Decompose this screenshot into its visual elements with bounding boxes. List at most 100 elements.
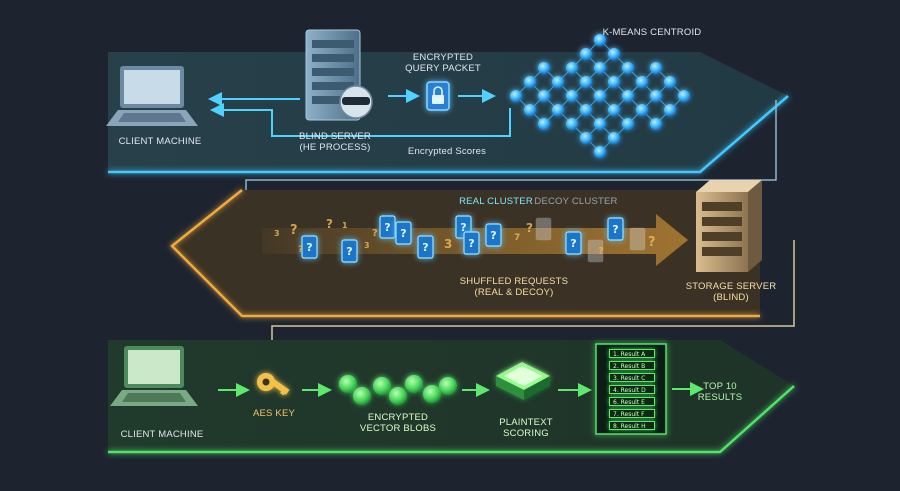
- real-card: [463, 231, 480, 255]
- decoy-glyph: ?: [290, 223, 298, 238]
- centroid-node: [678, 90, 690, 102]
- centroid-node: [650, 118, 662, 130]
- decoy-glyph: 1: [342, 221, 348, 230]
- storage-server-icon: [696, 180, 762, 272]
- decoy-card: [587, 239, 604, 263]
- centroid-node: [608, 132, 620, 144]
- centroid-node: [650, 90, 662, 102]
- card-question-mark: ?: [384, 221, 390, 234]
- card-question-mark: ?: [570, 237, 576, 250]
- vector-blob: [389, 387, 407, 405]
- centroid-node: [538, 62, 550, 74]
- centroid-node: [594, 34, 606, 46]
- card-question-mark: ?: [612, 223, 618, 236]
- centroid-node: [664, 76, 676, 88]
- centroid-node: [650, 62, 662, 74]
- result-item: 6. Result E: [609, 397, 655, 406]
- vector-blob: [423, 385, 441, 403]
- laptop-icon: [110, 346, 198, 406]
- centroid-node: [622, 118, 634, 130]
- result-item: 1. Result A: [609, 349, 655, 358]
- card-question-mark: ?: [346, 245, 352, 258]
- centroid-node: [580, 76, 592, 88]
- centroid-node: [538, 118, 550, 130]
- centroid-node: [524, 76, 536, 88]
- centroid-node: [524, 104, 536, 116]
- top-client-label: CLIENT MACHINE: [118, 136, 202, 147]
- real-card: [379, 215, 396, 239]
- centroid-node: [636, 104, 648, 116]
- top-panel-edge: [108, 95, 789, 174]
- centroid-node: [594, 146, 606, 158]
- centroid-node: [636, 76, 648, 88]
- centroid-node: [664, 104, 676, 116]
- centroid-node: [594, 90, 606, 102]
- aes-key-label: AES KEY: [252, 408, 296, 419]
- result-item: 3. Result C: [609, 373, 655, 382]
- card-question-mark: ?: [490, 229, 496, 242]
- real-card: [395, 221, 412, 245]
- vector-blob: [439, 377, 457, 395]
- plaintext-scoring-label: PLAINTEXT SCORING: [499, 417, 553, 439]
- decoy-glyph: ?: [326, 217, 333, 231]
- centroid-node: [594, 118, 606, 130]
- centroid-node: [608, 48, 620, 60]
- decoy-glyph: ?: [648, 235, 656, 250]
- vector-blob: [405, 375, 423, 393]
- padlock-icon: [426, 81, 450, 111]
- result-item: 7. Result F: [609, 409, 655, 418]
- centroid-node: [552, 76, 564, 88]
- decoy-glyph: 7: [514, 233, 520, 243]
- real-card: [565, 231, 582, 255]
- encrypted-vector-blobs: [339, 375, 457, 405]
- real-card: [607, 217, 624, 241]
- real-cluster-label: REAL CLUSTER: [459, 196, 533, 207]
- top-10-results-label: TOP 10 RESULTS: [697, 381, 743, 403]
- real-card: [301, 235, 318, 259]
- decoy-glyph: 3: [364, 241, 370, 250]
- real-card: [485, 223, 502, 247]
- encrypted-scores-label: Encrypted Scores: [407, 146, 487, 157]
- centroid-node: [608, 76, 620, 88]
- middle-panel-edge: [170, 189, 760, 318]
- decoy-cluster-label: DECOY CLUSTER: [534, 196, 618, 207]
- k-means-centroid-mesh: [510, 34, 690, 158]
- centroid-node: [566, 90, 578, 102]
- decoy-glyph: ?: [598, 246, 604, 257]
- decoy-glyph: ?: [372, 228, 378, 239]
- server-icon: [305, 29, 373, 121]
- real-card: [417, 235, 434, 259]
- centroid-node: [566, 62, 578, 74]
- centroid-node: [580, 104, 592, 116]
- card-question-mark: ?: [306, 241, 312, 254]
- centroid-node: [552, 104, 564, 116]
- encrypted-packet-label: ENCRYPTED QUERY PACKET: [405, 52, 481, 74]
- centroid-node: [566, 118, 578, 130]
- vector-blobs-label: ENCRYPTED VECTOR BLOBS: [359, 412, 437, 434]
- decoy-card: [629, 227, 646, 251]
- centroid-node: [510, 90, 522, 102]
- centroid-node: [580, 48, 592, 60]
- decoy-card: [535, 217, 552, 241]
- blind-server-label: BLIND SERVER (HE PROCESS): [299, 131, 371, 153]
- laptop-icon: [106, 66, 198, 126]
- vector-blob: [339, 375, 357, 393]
- centroid-node: [594, 62, 606, 74]
- decoy-glyph: ?: [526, 221, 533, 235]
- decoy-glyph: 3: [274, 229, 280, 238]
- decoy-glyph: ?: [298, 245, 303, 255]
- centroid-node: [622, 62, 634, 74]
- centroid-node: [608, 104, 620, 116]
- bottom-panel-edge: [108, 385, 795, 454]
- scores-return-arrow: [210, 103, 511, 137]
- card-question-mark: ?: [400, 227, 406, 240]
- vector-blob: [373, 377, 391, 395]
- card-question-mark: ?: [422, 241, 428, 254]
- card-question-mark: ?: [468, 237, 474, 250]
- centroid-node: [622, 90, 634, 102]
- result-item: 4. Result D: [609, 385, 655, 394]
- vector-blob: [353, 387, 371, 405]
- result-item: 8. Result H: [609, 421, 655, 430]
